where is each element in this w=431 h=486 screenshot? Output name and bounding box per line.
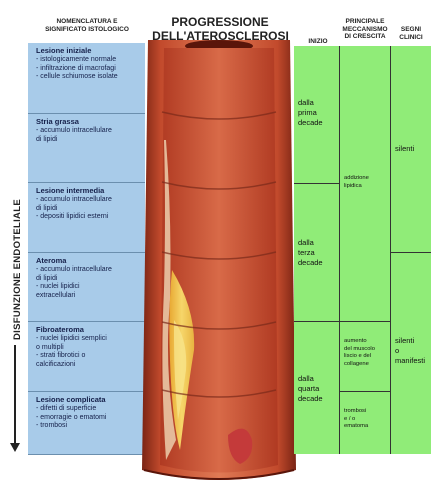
progression-arrow-head: [10, 443, 20, 452]
stage-title: Lesione intermedia: [36, 186, 104, 195]
onset-text-3: dalla quarta decade: [298, 374, 323, 404]
onset-row-divider-2: [294, 321, 339, 322]
clinical-text-1: silenti: [395, 144, 414, 154]
stage-description: - difetti di superficie - emorragie o em…: [36, 405, 146, 431]
header-progression-line1: PROGRESSIONE: [150, 16, 290, 29]
stage-panel-2: Stria grassa - accumulo intracellulare d…: [28, 114, 145, 183]
column-divider-1: [339, 46, 340, 454]
growth-row-divider-1: [340, 321, 390, 322]
stage-panel-1: Lesione iniziale - istologicamente norma…: [28, 43, 145, 114]
onset-row-divider-1: [294, 183, 339, 184]
stage-title: Lesione complicata: [36, 395, 106, 404]
clinical-row-divider: [391, 252, 431, 253]
stage-description: - accumulo intracellulare di lipidi - nu…: [36, 266, 146, 300]
stage-description: - nuclei lipidici semplici o multipli - …: [36, 335, 146, 369]
stage-title: Fibroateroma: [36, 325, 84, 334]
stage-title: Stria grassa: [36, 117, 79, 126]
stage-description: - accumulo intracellulare di lipidi - de…: [36, 196, 146, 222]
stage-panel-5: Fibroateroma - nuclei lipidici semplici …: [28, 322, 145, 392]
growth-row-divider-2: [340, 391, 390, 392]
onset-text-2: dalla terza decade: [298, 238, 323, 268]
header-nomenclature: NOMENCLATURA E SIGNIFICATO ISTOLOGICO: [28, 18, 146, 33]
stage-title: Ateroma: [36, 256, 66, 265]
header-clinical: SEGNI CLINICI: [392, 26, 430, 41]
artery-illustration: [136, 40, 302, 486]
growth-text-1: addizione lipidica: [344, 175, 369, 190]
header-onset: INIZIO: [296, 38, 340, 46]
stage-description: - accumulo intracellulare di lipidi: [36, 127, 146, 144]
growth-text-2: aumento del muscolo liscio e del collage…: [344, 338, 375, 368]
stage-panel-4: Ateroma - accumulo intracellulare di lip…: [28, 253, 145, 322]
stage-title: Lesione iniziale: [36, 46, 91, 55]
column-divider-2: [390, 46, 391, 454]
stage-panel-6: Lesione complicata - difetti di superfic…: [28, 392, 145, 455]
clinical-text-2: silenti o manifesti: [395, 336, 425, 366]
onset-text-1: dalla prima decade: [298, 98, 323, 128]
side-label-endothelial-dysfunction: DISFUNZIONE ENDOTELIALE: [12, 190, 24, 350]
progression-arrow-line: [14, 345, 16, 445]
header-growth: PRINCIPALE MECCANISMO DI CRESCITA: [340, 18, 390, 41]
stage-description: - istologicamente normale - infiltrazion…: [36, 56, 146, 82]
stage-panel-3: Lesione intermedia - accumulo intracellu…: [28, 183, 145, 253]
growth-text-3: trombosi e / o ematoma: [344, 408, 368, 431]
